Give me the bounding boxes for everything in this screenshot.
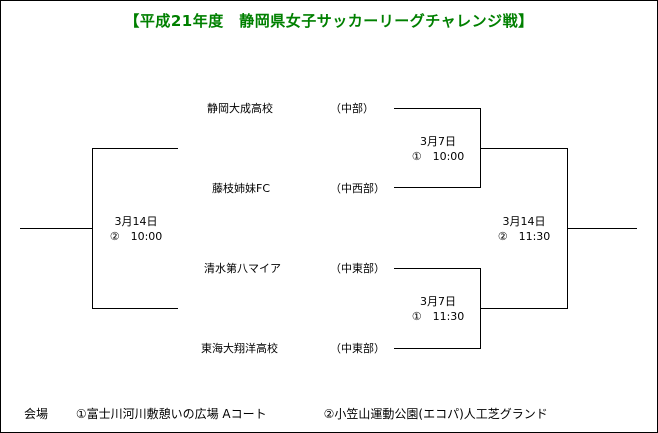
match-left-time: ② 10:00 [109,230,163,243]
team-2-name: 藤枝姉妹FC [212,182,271,195]
venue-2: ②小笠山運動公園(エコパ)人工芝グランド [323,407,548,421]
match-semi-top-time: ① 10:00 [411,150,465,163]
venue-footer: 会場 ①富士川河川敷憩いの広場 Aコート ②小笠山運動公園(エコパ)人工芝グラン… [24,405,548,422]
bracket-line [394,348,481,349]
team-2-area: （中西部） [330,182,385,195]
bracket-line [394,108,481,109]
match-right-date: 3月14日 [502,215,546,228]
bracket-line [92,308,178,309]
match-left-date: 3月14日 [114,215,158,228]
match-right-time: ② 11:30 [497,230,551,243]
venue-1: ①富士川河川敷憩いの広場 Aコート [75,407,267,421]
team-1-area: （中部） [330,102,374,115]
team-4-area: （中東部） [330,342,385,355]
page-title: 【平成21年度 静岡県女子サッカーリーグチャレンジ戦】 [124,12,534,30]
team-1-name: 静岡大成高校 [207,102,273,115]
bracket-line [480,308,568,309]
bracket-line [394,187,481,188]
bracket-line [567,228,637,229]
bracket-line [20,228,93,229]
match-semi-bottom-time: ① 11:30 [411,310,465,323]
match-semi-top-date: 3月7日 [420,135,456,148]
bracket-line [92,148,178,149]
bracket-line [394,268,481,269]
team-3-area: （中東部） [330,262,385,275]
venue-label: 会場 [24,407,49,421]
match-semi-bottom-date: 3月7日 [420,295,456,308]
bracket-line [480,148,568,149]
team-3-name: 清水第八マイア [204,262,281,275]
team-4-name: 東海大翔洋高校 [201,342,278,355]
